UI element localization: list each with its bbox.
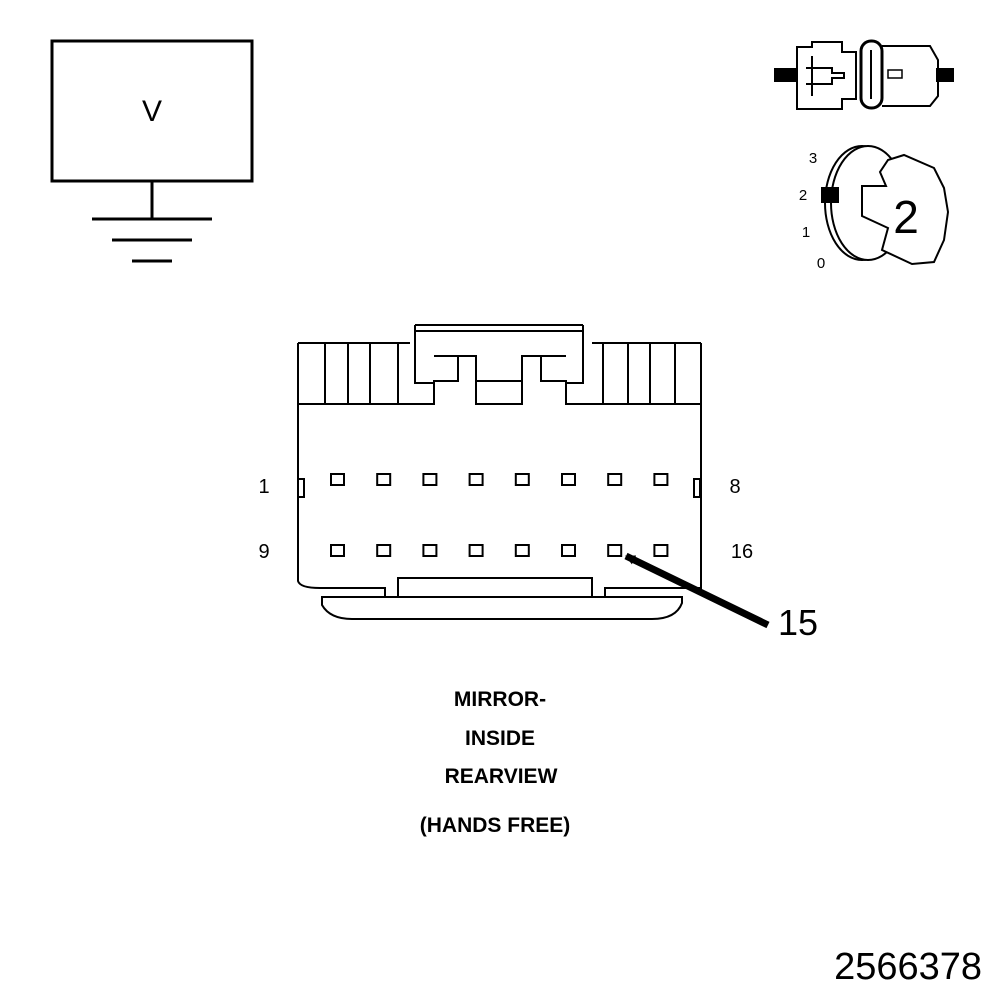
pin-label-16: 16	[731, 541, 753, 563]
pin-cavity-11	[422, 544, 438, 557]
ignition-key-position: 2	[893, 191, 919, 243]
pin-cavity-8	[653, 473, 669, 486]
disconnected-connector-icon	[774, 39, 954, 110]
ignition-pos-3: 3	[809, 150, 817, 167]
pin-cavity-9	[330, 544, 345, 557]
pin-cavity-5	[514, 473, 530, 486]
pin-cavity-4	[468, 473, 484, 486]
pin-cavity-10	[376, 544, 392, 557]
ignition-pos-2: 2	[799, 187, 807, 204]
title-line-3: REARVIEW	[445, 765, 558, 788]
voltmeter-label: V	[142, 95, 162, 128]
title-line-1: MIRROR-	[454, 688, 546, 711]
ignition-pos-0: 0	[817, 255, 825, 272]
pin-cavity-13	[514, 544, 530, 557]
voltmeter-symbol: V	[50, 39, 254, 263]
connector-body	[297, 324, 702, 620]
pin-cavity-3	[422, 473, 438, 486]
pin-label-1: 1	[258, 476, 269, 498]
pin-row-bottom	[330, 544, 669, 557]
pin-label-8: 8	[729, 476, 740, 498]
pin-cavity-1	[330, 473, 345, 486]
pin-cavity-15	[607, 544, 623, 557]
title-line-4: (HANDS FREE)	[420, 814, 571, 837]
figure-id: 2566378	[834, 946, 982, 988]
ignition-pos-1: 1	[802, 224, 810, 241]
callout-arrow	[624, 552, 770, 629]
title-line-2: INSIDE	[465, 727, 535, 750]
pin-cavity-16	[653, 544, 669, 557]
pin-cavity-6	[561, 473, 576, 486]
pin-row-top	[330, 473, 669, 486]
ground-icon	[92, 217, 212, 263]
pin-cavity-14	[561, 544, 576, 557]
pin-cavity-7	[607, 473, 623, 486]
pin-cavity-12	[468, 544, 484, 557]
pin-label-9: 9	[258, 541, 269, 563]
pin-cavity-2	[376, 473, 392, 486]
ignition-key-icon: 3 2 1 0 2	[799, 145, 950, 272]
callout-pin-number: 15	[778, 602, 818, 643]
